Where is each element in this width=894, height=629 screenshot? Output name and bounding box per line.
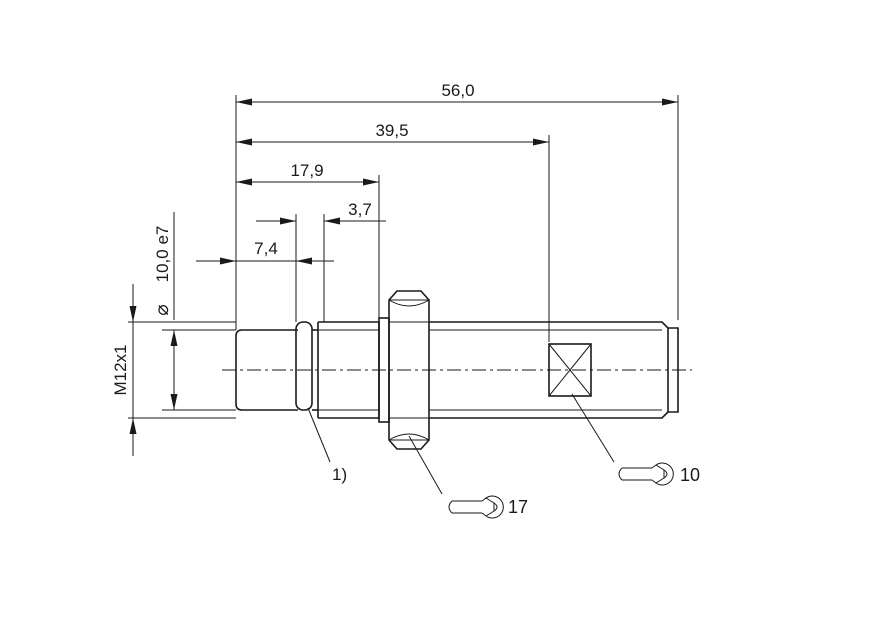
callout-wrench-10: 10 — [571, 393, 700, 486]
callout-wrench-10-label: 10 — [680, 465, 700, 485]
dim-front-length-label: 7,4 — [254, 239, 278, 258]
dim-length-to-flats: 39,5 — [236, 121, 549, 146]
hex-nut — [388, 290, 430, 450]
wrench-17-icon — [448, 495, 504, 519]
wrench-10-icon — [618, 462, 674, 486]
dim-front-diameter-label: 10,0 e7 — [153, 226, 172, 283]
dim-thread: M12x1 — [111, 284, 137, 456]
dim-nut-gap: 3,7 — [256, 200, 386, 225]
dim-diameter-symbol: ⌀ — [152, 304, 173, 315]
dim-front-length: 7,4 — [196, 239, 334, 265]
callout-wrench-17: 17 — [408, 435, 528, 519]
dim-total-length-label: 56,0 — [441, 81, 474, 100]
callout-note-1: 1) — [307, 407, 347, 484]
callout-note-1-label: 1) — [332, 465, 347, 484]
sensor-groove-ring — [295, 321, 313, 411]
dim-thread-label: M12x1 — [111, 344, 130, 395]
sensor-body — [222, 290, 692, 450]
callout-wrench-17-label: 17 — [508, 497, 528, 517]
dim-thread-length: 17,9 — [236, 161, 379, 186]
dim-front-diameter: ⌀ 10,0 e7 — [152, 226, 178, 410]
extension-lines — [128, 95, 679, 419]
dim-nut-gap-label: 3,7 — [348, 200, 372, 219]
dim-total-length: 56,0 — [236, 81, 678, 106]
dim-thread-length-label: 17,9 — [290, 161, 323, 180]
dim-length-to-flats-label: 39,5 — [375, 121, 408, 140]
